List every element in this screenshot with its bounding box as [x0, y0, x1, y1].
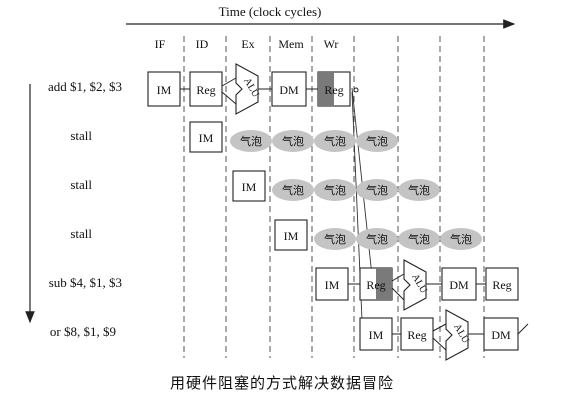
- im-box: [232, 170, 266, 202]
- datapath-wires: [180, 77, 318, 105]
- im-label: IM: [325, 278, 340, 292]
- pipeline-row-stall: IM 气泡 气泡 气泡 气泡: [274, 219, 482, 251]
- stage-header-if: IF: [155, 37, 166, 51]
- dm-label: DM: [449, 278, 469, 292]
- stage-header-id: ID: [196, 37, 209, 51]
- bubble-label: 气泡: [240, 134, 262, 148]
- stage-header-mem: Mem: [278, 37, 304, 51]
- bubble-label: 气泡: [450, 232, 472, 246]
- bubble: [314, 130, 356, 152]
- stage-header-ex: Ex: [241, 37, 254, 51]
- bubble: [314, 179, 356, 201]
- bubble-label: 气泡: [408, 232, 430, 246]
- bubble-label: 气泡: [408, 183, 430, 197]
- im-label: IM: [284, 229, 299, 243]
- pipeline-row-stall: IM 气泡 气泡 气泡 气泡: [232, 170, 440, 202]
- bubble: [230, 130, 272, 152]
- datapath-wires: [348, 273, 486, 301]
- dm-box: [483, 317, 519, 351]
- reg-shade: [376, 268, 392, 300]
- dm-label: DM: [491, 328, 511, 342]
- im-box: [189, 121, 223, 153]
- pipeline-row-stall: IM 气泡 气泡 气泡 气泡: [189, 121, 398, 153]
- bubble: [272, 130, 314, 152]
- bubble: [272, 179, 314, 201]
- reg-shade: [318, 72, 334, 106]
- cycle-dividers: [183, 36, 485, 358]
- bubble: [314, 228, 356, 250]
- bubble-label: 气泡: [366, 183, 388, 197]
- datapath-wires: [392, 323, 529, 351]
- alu-shape: [403, 259, 427, 311]
- bubble: [398, 179, 440, 201]
- bubble-label: 气泡: [324, 232, 346, 246]
- bubble: [440, 228, 482, 250]
- time-axis-label: Time (clock cycles): [219, 4, 322, 19]
- reg-label: Reg: [366, 278, 385, 292]
- bubble: [356, 130, 398, 152]
- reg-label: Reg: [492, 278, 511, 292]
- alu-shape: [235, 63, 259, 115]
- alu-shape: [445, 309, 469, 361]
- im-label: IM: [157, 83, 172, 97]
- bubble: [398, 228, 440, 250]
- bubble-label: 气泡: [282, 183, 304, 197]
- dm-box: [271, 71, 307, 107]
- instruction-label: stall: [70, 226, 92, 241]
- reg-label: Reg: [324, 83, 343, 97]
- pipeline-row-add: IM Reg ALU DM Reg: [147, 63, 359, 115]
- im-label: IM: [199, 131, 214, 145]
- bubble-label: 气泡: [366, 134, 388, 148]
- reg-label: Reg: [407, 328, 426, 342]
- reg-box: [485, 267, 519, 301]
- bubble-label: 气泡: [324, 183, 346, 197]
- pipeline-row-sub: IM Reg ALU DM Reg: [315, 259, 519, 311]
- reg-box: [189, 71, 223, 107]
- im-box: [315, 267, 349, 301]
- im-label: IM: [369, 328, 384, 342]
- stage-header-wr: Wr: [324, 37, 339, 51]
- im-box: [274, 219, 308, 251]
- dm-label: DM: [279, 83, 299, 97]
- forward-point: [353, 87, 359, 93]
- bubble-label: 气泡: [282, 134, 304, 148]
- instruction-label: add $1, $2, $3: [48, 79, 122, 94]
- instruction-label: or $8, $1, $9: [50, 324, 116, 339]
- im-box: [359, 317, 393, 351]
- instruction-label: stall: [70, 177, 92, 192]
- bubble-label: 气泡: [366, 232, 388, 246]
- im-label: IM: [242, 180, 257, 194]
- instruction-label: sub $4, $1, $3: [49, 275, 122, 290]
- bubble: [356, 228, 398, 250]
- bubble: [356, 179, 398, 201]
- figure-caption: 用硬件阻塞的方式解决数据冒险: [169, 374, 394, 392]
- reg-label: Reg: [196, 83, 215, 97]
- bubble-label: 气泡: [324, 134, 346, 148]
- instruction-label: stall: [70, 128, 92, 143]
- pipeline-row-or: IM Reg ALU DM: [359, 309, 529, 361]
